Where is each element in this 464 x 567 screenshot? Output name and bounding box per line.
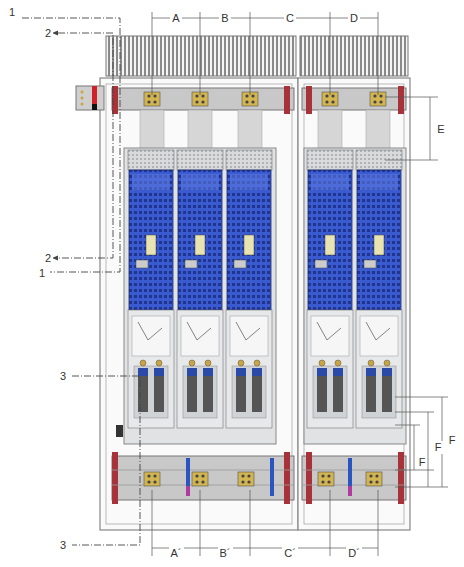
dimension-label: C [284, 12, 296, 25]
dimension-label: A´ [169, 547, 184, 560]
section-mark: 2 [43, 252, 53, 265]
dimension-label: F [417, 456, 428, 469]
dimension-label: D [348, 12, 360, 25]
section-mark: 1 [7, 6, 17, 19]
dimension-label: E [435, 123, 446, 136]
section-mark: 2 [43, 27, 53, 40]
dimension-label: C´ [282, 547, 298, 560]
section-mark: 3 [58, 370, 68, 383]
dimension-label: F [447, 434, 458, 447]
dimension-label: F [433, 441, 444, 454]
dimension-label: B´ [218, 547, 233, 560]
section-mark: 3 [58, 539, 68, 552]
dimension-label: A [170, 12, 181, 25]
dimension-label: D´ [346, 547, 362, 560]
section-mark: 1 [37, 267, 47, 280]
dimension-label: B [219, 12, 230, 25]
